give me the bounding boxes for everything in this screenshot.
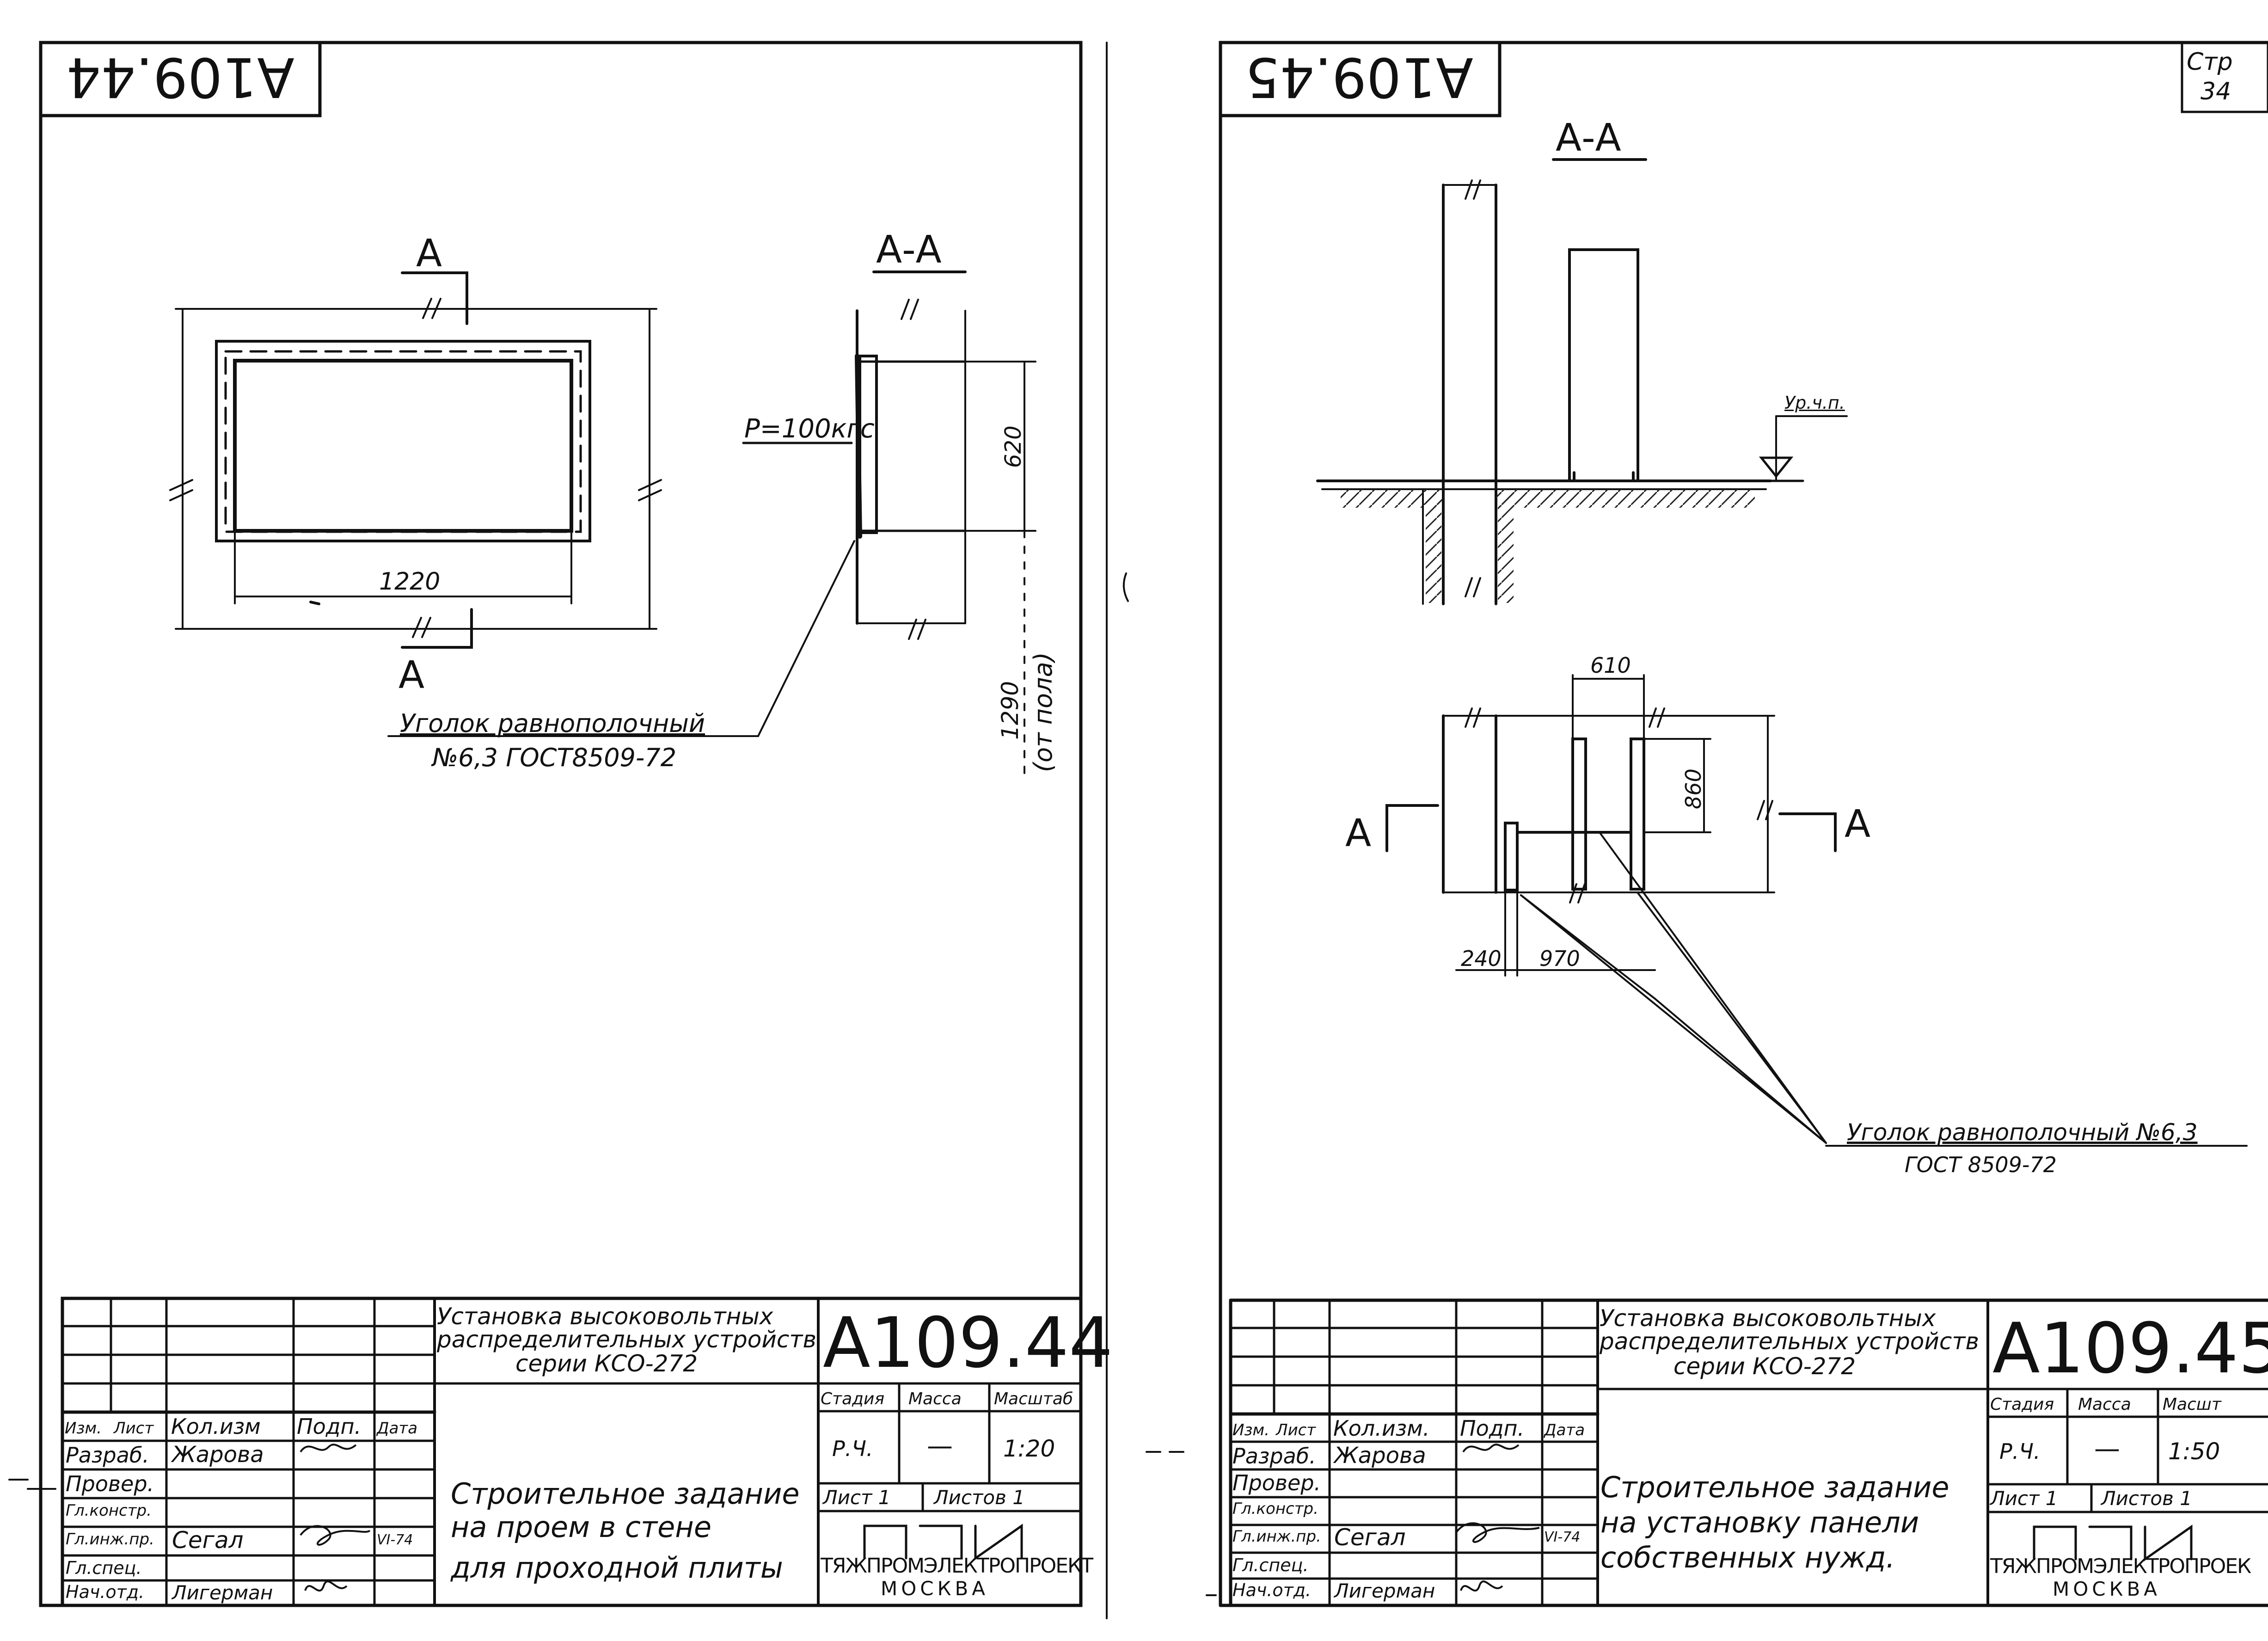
right-callout-line2: ГОСТ 8509-72	[1905, 1152, 2057, 1177]
left-description-line2: на проем в стене	[451, 1510, 711, 1544]
left-org: ТЯЖПРОМЭЛЕКТРОПРОЕКТ	[821, 1554, 1093, 1578]
right-scale-header: Масшт	[2163, 1395, 2221, 1414]
left-load-label: Р=100кгс	[744, 414, 875, 444]
right-header-data: Дата	[1544, 1421, 1585, 1439]
right-title-line2: распределительных устройств	[1600, 1328, 1979, 1355]
right-header-kol: Кол.изм.	[1333, 1416, 1430, 1441]
left-section-mark-bottom: А	[398, 653, 425, 697]
left-section-title: А-А	[876, 228, 942, 272]
right-stage-header: Стадия	[1990, 1395, 2054, 1414]
right-description-line3: собственных нужд.	[1600, 1541, 1895, 1574]
left-description-line1: Строительное задание	[451, 1477, 800, 1511]
left-name-3: Сегал	[172, 1527, 244, 1554]
left-code: A109.44	[823, 1303, 1113, 1383]
left-title-line1: Установка высоковольтных	[437, 1303, 773, 1330]
right-stage-value: Р.Ч.	[1999, 1439, 2041, 1464]
left-scale-value: 1:20	[1003, 1435, 1055, 1462]
left-opening-elevation	[169, 271, 662, 649]
left-scale-header: Масштаб	[994, 1389, 1073, 1408]
left-role-5: Нач.отд.	[66, 1582, 145, 1602]
right-floor-level: Ур.ч.п.	[1784, 393, 1845, 413]
left-title-block	[61, 1297, 1083, 1607]
left-header-izm: Изм.	[65, 1419, 102, 1438]
right-description-line1: Строительное задание	[1600, 1470, 1949, 1504]
left-role-0: Разраб.	[66, 1443, 149, 1468]
left-section-aa	[387, 270, 1036, 782]
right-role-0: Разраб.	[1232, 1444, 1316, 1469]
right-code: A109.45	[1992, 1309, 2268, 1389]
right-city: МОСКВА	[2053, 1578, 2161, 1600]
right-role-5: Нач.отд.	[1232, 1580, 1312, 1600]
right-name-3: Сегал	[1334, 1524, 1406, 1551]
right-title-block	[1229, 1298, 2268, 1607]
right-dim-970: 970	[1539, 946, 1580, 971]
right-section-aa	[1316, 158, 1848, 605]
right-section-mark-left: А	[1345, 811, 1372, 855]
right-title-line1: Установка высоковольтных	[1600, 1305, 1936, 1332]
right-date-3: VI-74	[1544, 1529, 1581, 1545]
right-description-line2: на установку панели	[1600, 1506, 1919, 1539]
left-mass-header: Масса	[908, 1389, 962, 1408]
left-description-line3: для проходной плиты	[451, 1551, 783, 1585]
right-header-izm: Изм.	[1232, 1421, 1269, 1439]
left-role-3: Гл.инж.пр.	[66, 1530, 154, 1549]
right-name-0: Жарова	[1334, 1443, 1426, 1469]
right-mass-value: —	[2094, 1434, 2120, 1464]
right-dim-610: 610	[1590, 653, 1631, 678]
margin-marks	[8, 572, 1217, 1596]
left-callout-line1: Уголок равнополочный	[400, 709, 705, 738]
left-callout-line2: №6,3 ГОСТ8509-72	[432, 743, 677, 772]
right-org: ТЯЖПРОМЭЛЕКТРОПРОЕК	[1990, 1555, 2251, 1578]
left-sheets-label: Листов 1	[934, 1486, 1025, 1509]
right-role-2: Гл.констр.	[1232, 1500, 1318, 1518]
right-sheet-frame	[1219, 41, 2268, 1607]
left-section-mark-top: А	[416, 232, 442, 276]
right-header-list: Лист	[1276, 1421, 1316, 1439]
left-sheet-label: Лист 1	[823, 1486, 891, 1509]
left-title-line2: распределительных устройств	[437, 1326, 816, 1353]
left-name-5: Лигерман	[172, 1581, 273, 1604]
left-role-4: Гл.спец.	[66, 1558, 142, 1578]
right-plan-view	[1385, 674, 2248, 1147]
right-role-1: Провер.	[1232, 1470, 1321, 1495]
left-dim-width: 1220	[379, 568, 441, 596]
right-role-4: Гл.спец.	[1232, 1555, 1309, 1575]
right-sheet-label: Лист 1	[1990, 1487, 2058, 1510]
right-section-mark-right: А	[1845, 802, 1871, 846]
left-stage-header: Стадия	[821, 1389, 885, 1408]
right-name-5: Лигерман	[1334, 1580, 1435, 1602]
right-corner-number: 34	[2201, 78, 2231, 105]
left-role-2: Гл.констр.	[66, 1501, 152, 1520]
left-header-list: Лист	[114, 1419, 154, 1438]
left-title-line3: серии КСО-272	[515, 1350, 698, 1377]
left-stage-value: Р.Ч.	[832, 1436, 873, 1461]
left-header-data: Дата	[377, 1419, 418, 1438]
left-city: МОСКВА	[881, 1577, 989, 1600]
left-role-1: Провер.	[66, 1471, 154, 1496]
left-date-3: VI-74	[377, 1532, 413, 1548]
right-section-title: А-А	[1556, 116, 1621, 160]
right-scale-value: 1:50	[2168, 1438, 2220, 1465]
right-corner-label: Стр	[2187, 48, 2233, 76]
right-sheets-label: Листов 1	[2101, 1487, 2192, 1510]
right-mass-header: Масса	[2078, 1395, 2131, 1414]
right-dim-240: 240	[1461, 946, 1502, 971]
right-title-line3: серии КСО-272	[1673, 1353, 1856, 1380]
right-header-podp: Подп.	[1460, 1416, 1525, 1441]
right-callout-line1: Уголок равнополочный №6,3	[1847, 1119, 2198, 1146]
left-header-kol: Кол.изм	[171, 1414, 261, 1439]
left-name-0: Жарова	[172, 1442, 264, 1468]
right-role-3: Гл.инж.пр.	[1232, 1527, 1321, 1546]
left-mass-value: —	[927, 1431, 953, 1461]
left-header-podp: Подп.	[297, 1414, 362, 1439]
